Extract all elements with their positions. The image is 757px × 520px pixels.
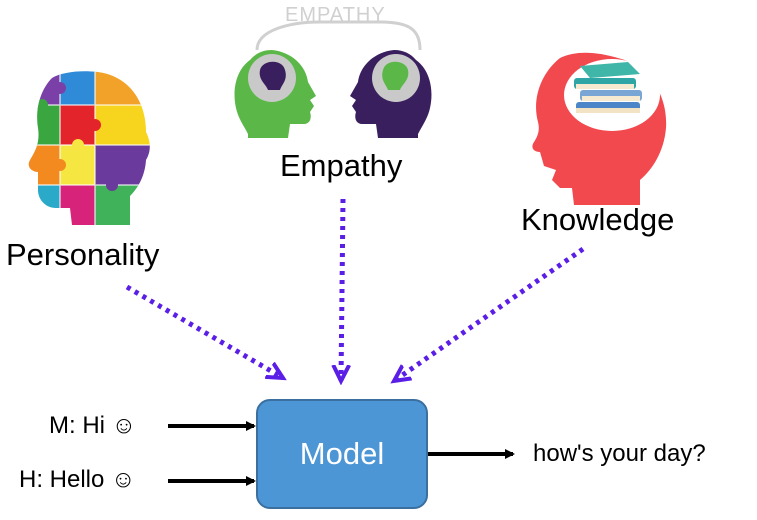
human-utterance: H: Hello ☺ <box>19 466 136 493</box>
personality-arrow <box>125 284 283 378</box>
puzzle-head-icon <box>28 71 150 225</box>
empathy-arrow <box>341 198 343 381</box>
empathy-label: Empathy <box>280 148 403 183</box>
model-box: Model <box>256 399 428 509</box>
empathy-banner-text: EMPATHY <box>285 4 386 26</box>
empathy-heads-icon <box>234 20 432 138</box>
knowledge-arrow <box>394 246 585 381</box>
books-head-icon <box>532 52 667 205</box>
model-output: how's your day? <box>533 440 706 467</box>
books-stack <box>574 62 642 113</box>
model-label: Model <box>299 436 385 471</box>
machine-utterance: M: Hi ☺ <box>49 412 137 439</box>
knowledge-label: Knowledge <box>521 202 675 237</box>
personality-label: Personality <box>6 237 160 272</box>
